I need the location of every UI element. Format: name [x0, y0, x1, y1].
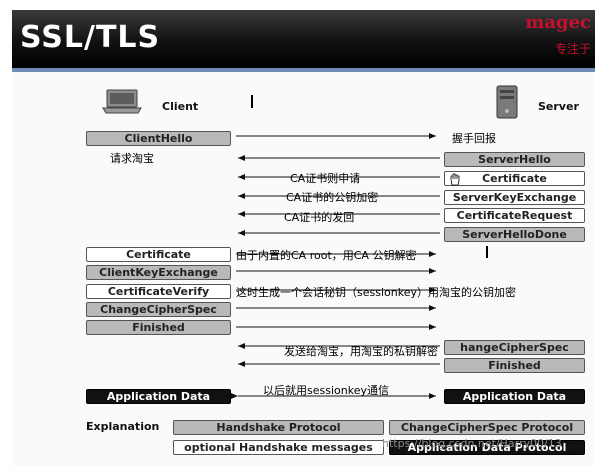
client-key-exchange-box: ClientKeyExchange	[86, 265, 231, 280]
server-hello-done-box: ServerHelloDone	[444, 227, 585, 242]
client-label: Client	[162, 100, 199, 113]
legend-title: Explanation	[86, 420, 160, 433]
client-hello-box: ClientHello	[86, 131, 231, 146]
banner-title: SSL/TLS	[20, 20, 161, 55]
cursor-bar-2	[486, 246, 488, 258]
client-application-data-box: Application Data	[86, 389, 231, 404]
brand-logo: magec	[525, 12, 591, 33]
annotation-ca-apply: CA证书则申请	[290, 172, 361, 185]
brand-slogan: 专注于	[554, 42, 591, 56]
server-certificate-box: Certificate	[444, 171, 585, 186]
annotation-communicate: 以后就用sessionkey通信	[263, 384, 389, 397]
certificate-verify-box: CertificateVerify	[86, 284, 231, 299]
annotation-ca-pubkey: CA证书的公钥加密	[286, 191, 379, 204]
server-change-cipher-box: hangeCipherSpec	[444, 340, 585, 355]
client-change-cipher-box: ChangeCipherSpec	[86, 302, 231, 317]
legend-change-cipher-protocol: ChangeCipherSpec Protocol	[389, 420, 585, 435]
hand-cursor-icon	[450, 173, 460, 186]
client-finished-box: Finished	[86, 320, 231, 335]
server-key-exchange-box: ServerKeyExchange	[444, 190, 585, 205]
laptop-icon	[102, 89, 142, 114]
certificate-request-box: CertificateRequest	[444, 208, 585, 223]
server-finished-box: Finished	[444, 358, 585, 373]
server-tower-icon	[496, 85, 518, 119]
client-certificate-box: Certificate	[86, 247, 231, 262]
annotation-request-taobao: 请求淘宝	[110, 152, 154, 165]
annotation-send-to-taobao: 发送给淘宝，用淘宝的私钥解密	[284, 345, 438, 358]
watermark-text: https://blog.csdn.net/Harry00/13	[382, 437, 562, 450]
server-application-data-box: Application Data	[444, 389, 585, 404]
legend-optional-handshake: optional Handshake messages	[173, 440, 384, 455]
banner-stripe	[12, 68, 595, 72]
legend-handshake-protocol: Handshake Protocol	[173, 420, 384, 435]
server-hello-box: ServerHello	[444, 152, 585, 167]
annotation-handshake: 握手回报	[452, 132, 496, 145]
annotation-ca-issued: CA证书的发回	[284, 211, 355, 224]
legend-application-data-protocol: Application Data Protocol	[389, 440, 585, 455]
server-label: Server	[538, 100, 579, 113]
annotation-ca-root: 由于内置的CA root，用CA 公钥解密	[236, 249, 417, 262]
title-banner: SSL/TLS magec 专注于	[12, 10, 595, 68]
cursor-bar	[251, 95, 253, 108]
annotation-session-key: 这时生成一个会话秘钥（sessionkey）用淘宝的公钥加密	[236, 286, 516, 299]
